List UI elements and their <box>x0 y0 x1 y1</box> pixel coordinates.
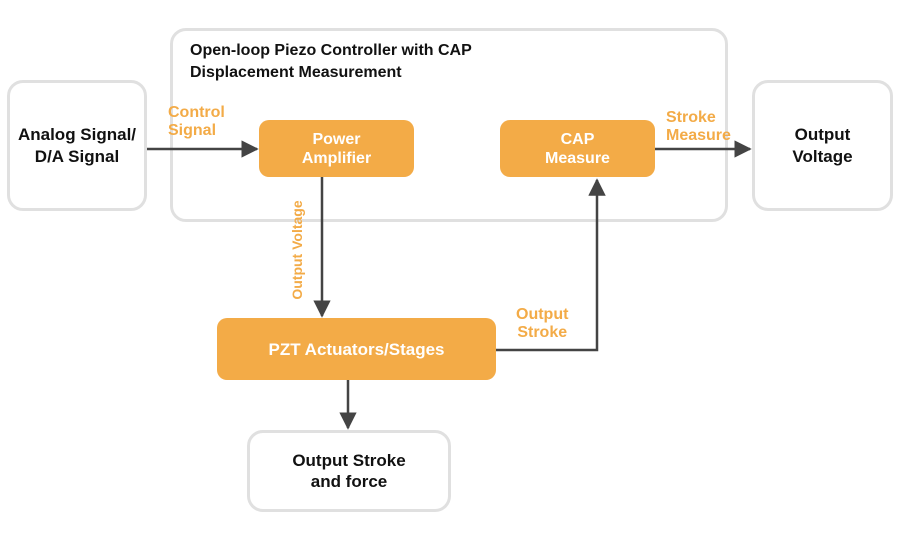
stroke-measure-label: Stroke Measure <box>666 109 731 144</box>
output-voltage-label: Output Voltage <box>792 124 853 166</box>
output-voltage-box <box>752 80 893 211</box>
analog-input-label: Analog Signal/ D/A Signal <box>17 124 137 166</box>
power-amplifier-block: Power Amplifier <box>259 120 414 177</box>
arrow-pzt-to-cap <box>496 178 606 352</box>
cap-measure-block: CAP Measure <box>500 120 655 177</box>
output-stroke-force-box <box>247 430 451 512</box>
controller-title: Open-loop Piezo Controller with CAP Disp… <box>190 42 472 81</box>
pzt-actuators-block: PZT Actuators/Stages <box>217 318 496 380</box>
output-stroke-label: Output Stroke <box>516 306 569 341</box>
analog-input-box <box>7 80 147 211</box>
output-stroke-force-label: Output Stroke and force <box>292 451 406 491</box>
control-signal-label: Control Signal <box>168 104 225 139</box>
